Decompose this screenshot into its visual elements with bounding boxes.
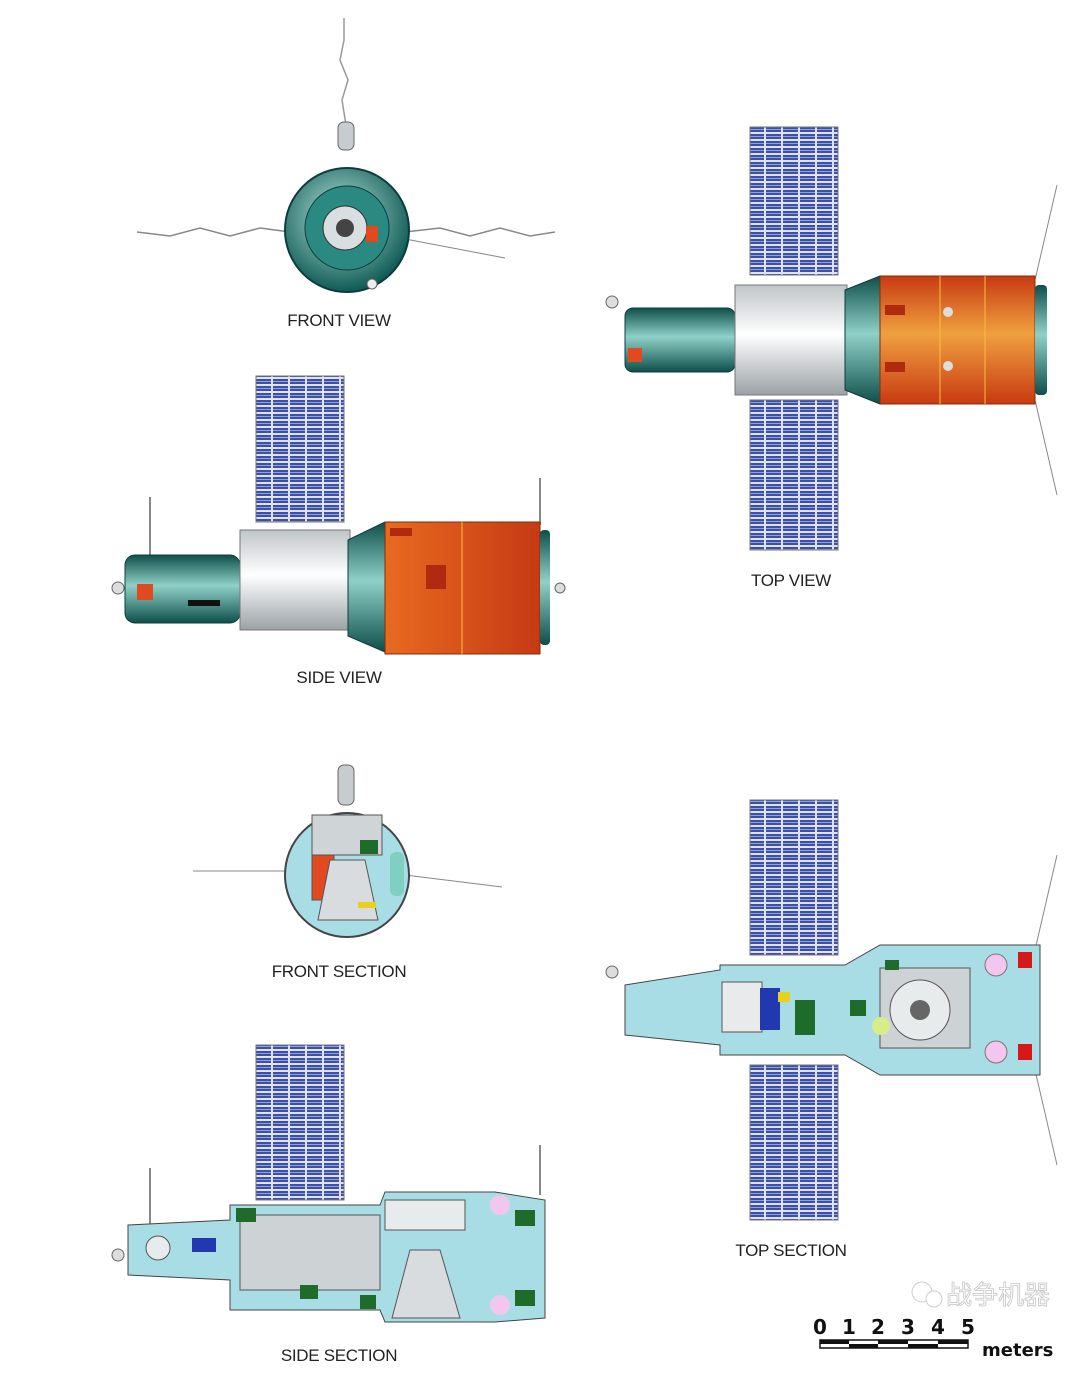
side-view-drawing <box>111 375 566 655</box>
label-front-section: FRONT SECTION <box>272 962 407 981</box>
solar-panel <box>749 799 839 956</box>
label-side-view: SIDE VIEW <box>296 668 381 687</box>
top-section-drawing <box>605 799 1058 1221</box>
solar-array-edge-left <box>136 227 291 237</box>
scale-bar: 0 1 2 3 4 5 meters <box>813 1315 1053 1361</box>
solar-panel <box>255 1044 345 1201</box>
solar-panel <box>749 399 839 551</box>
solar-panel <box>749 126 839 276</box>
top-view-drawing <box>605 126 1058 551</box>
watermark-text: 战争机器 <box>946 1281 1050 1311</box>
scale-tick-2: 2 <box>871 1315 885 1339</box>
watermark: 战争机器 <box>911 1281 1050 1311</box>
label-front-view: FRONT VIEW <box>287 311 391 330</box>
solar-array-edge-right <box>404 227 556 237</box>
scale-tick-4: 4 <box>931 1315 945 1339</box>
scale-tick-3: 3 <box>901 1315 915 1339</box>
label-side-section: SIDE SECTION <box>281 1346 397 1365</box>
solar-panel <box>749 1064 839 1221</box>
front-section-drawing <box>193 764 503 938</box>
label-top-view: TOP VIEW <box>751 571 831 590</box>
antenna <box>339 18 349 126</box>
scale-tick-0: 0 <box>813 1315 827 1339</box>
side-section-drawing <box>111 1044 546 1323</box>
scale-tick-5: 5 <box>961 1315 975 1339</box>
label-top-section: TOP SECTION <box>735 1241 846 1260</box>
front-view-drawing <box>136 18 556 293</box>
scale-unit: meters <box>982 1340 1053 1361</box>
scale-tick-1: 1 <box>842 1315 856 1339</box>
solar-panel <box>255 375 345 523</box>
